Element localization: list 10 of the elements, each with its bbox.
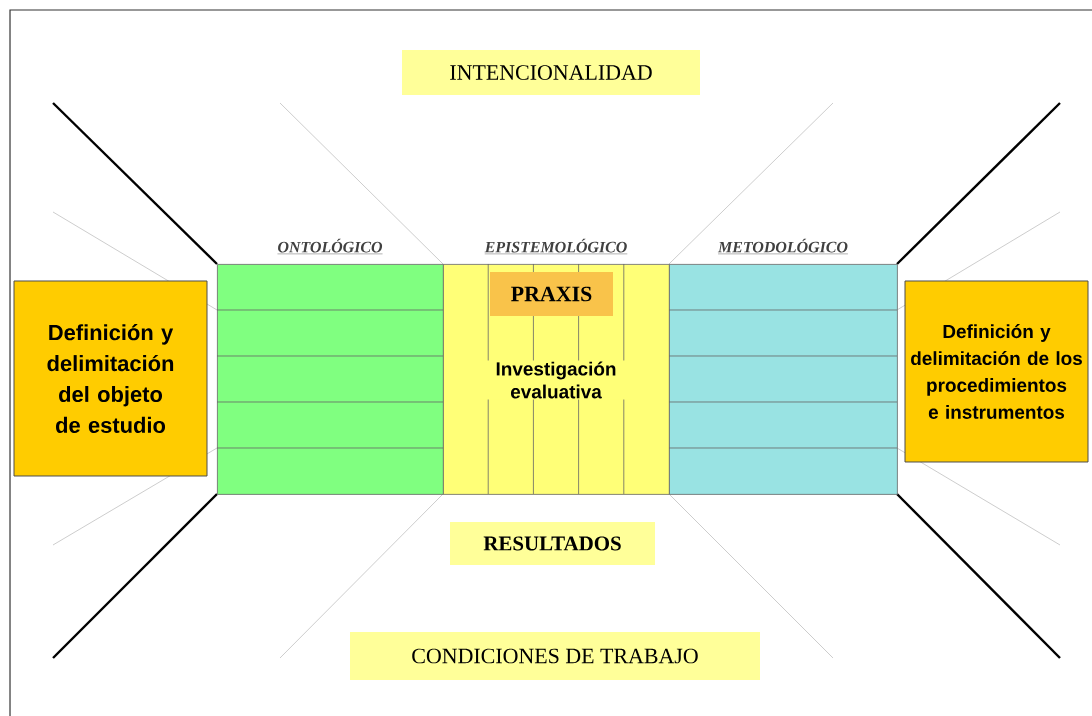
definition-box: Definición y delimitación de los procedimientos e instrumentos [904,280,1089,463]
column-heading: METODOLÓGICO [717,238,849,255]
column-heading: ONTOLÓGICO [277,238,383,255]
title-box: INTENCIONALIDAD [402,50,700,95]
title-box: CONDICIONES DE TRABAJO [350,632,760,680]
title-box: RESULTADOS [450,522,655,565]
block-text: Investigación evaluativa [480,360,632,400]
praxis-box: PRAXIS [490,272,613,316]
column-heading: EPISTEMOLÓGICO [484,238,628,255]
definition-box: Definición y delimitación del objeto de estudio [13,280,208,477]
